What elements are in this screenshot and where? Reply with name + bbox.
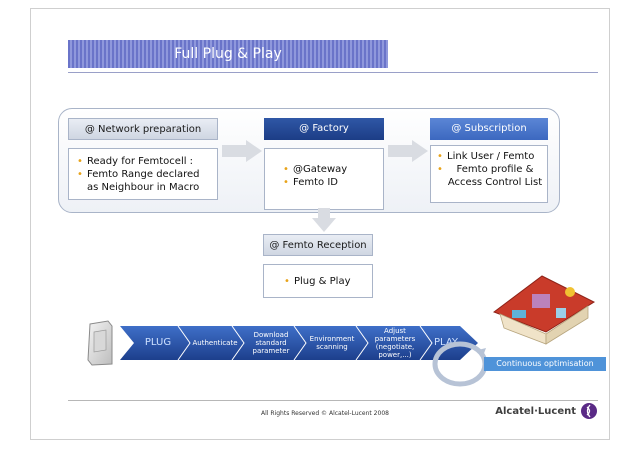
stage-network-preparation: @ Network preparation Ready for Femtocel… [68, 118, 218, 200]
stage-factory: @ Factory @Gateway Femto ID [264, 118, 384, 210]
flow-arrow [388, 140, 428, 162]
stage-femto-reception: @ Femto Reception Plug & Play [263, 234, 373, 298]
continuous-optimisation-label: Continuous optimisation [484, 357, 606, 371]
slide-frame [30, 8, 610, 440]
stage-subscription: @ Subscription Link User / Femto Femto p… [430, 118, 548, 203]
loop-icon [430, 340, 490, 390]
stage-factory-body: @Gateway Femto ID [264, 148, 384, 210]
process-step: Authenticate [192, 339, 238, 347]
house-icon [486, 272, 598, 346]
plug-and-play-process: PLUG Authenticate Download standard para… [120, 325, 478, 361]
flow-arrow [222, 140, 262, 162]
down-arrow [312, 208, 336, 232]
stage-network-bullet: Femto Range declared as Neighbour in Mac… [75, 168, 211, 194]
femtocell-device-icon [86, 320, 114, 366]
play-label: PLAY [433, 337, 458, 348]
plug-label: PLUG [144, 337, 172, 348]
process-step: Download standard parameter [252, 331, 290, 355]
title-underline [68, 72, 598, 73]
alcatel-lucent-logo-icon [580, 402, 598, 420]
stage-factory-bullet: Femto ID [281, 176, 367, 189]
stage-reception-header: @ Femto Reception [263, 234, 373, 256]
stage-network-bullet: Ready for Femtocell : [75, 155, 211, 168]
brand-name: Alcatel·Lucent [495, 406, 576, 417]
stage-subscription-header: @ Subscription [430, 118, 548, 140]
stage-subscription-bullet: Link User / Femto [435, 150, 543, 163]
stage-reception-bullet: Plug & Play [282, 275, 354, 288]
slide-title: Full Plug & Play [68, 40, 388, 68]
stage-reception-body: Plug & Play [263, 264, 373, 298]
stage-subscription-body: Link User / Femto Femto profile & Access… [430, 145, 548, 203]
stage-network-header: @ Network preparation [68, 118, 218, 140]
copyright-text: All Rights Reserved © Alcatel-Lucent 200… [261, 410, 389, 417]
process-step: Environment scanning [309, 335, 355, 351]
stage-subscription-bullet: Femto profile & Access Control List [435, 163, 543, 189]
stage-network-body: Ready for Femtocell : Femto Range declar… [68, 148, 218, 200]
stage-factory-header: @ Factory [264, 118, 384, 140]
footer-divider [68, 400, 598, 401]
stage-factory-bullet: @Gateway [281, 163, 367, 176]
process-step: Adjust parameters (negotiate, power,...) [374, 327, 416, 359]
